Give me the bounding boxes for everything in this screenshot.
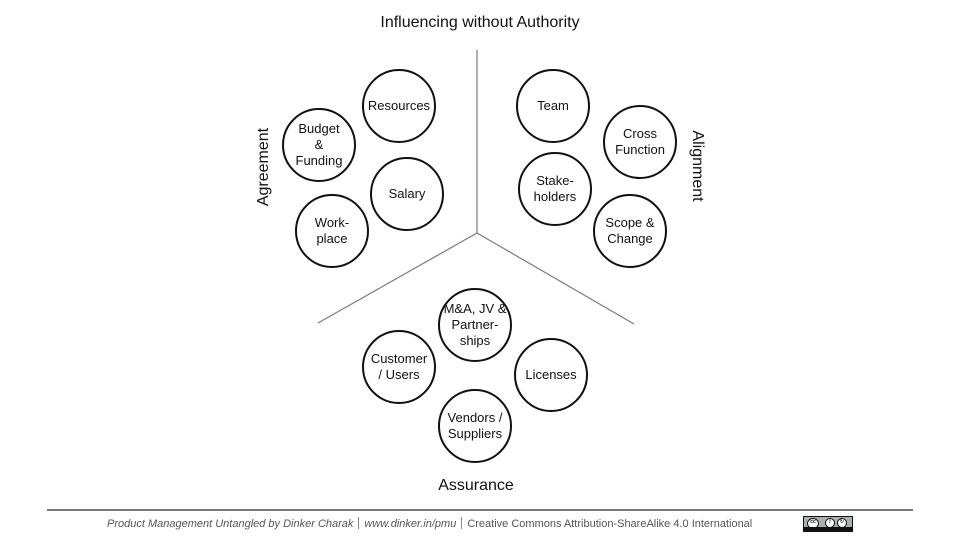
group-label-assurance: Assurance <box>438 477 514 494</box>
footer-separator <box>358 517 360 529</box>
footer: Product Management Untangled by Dinker C… <box>107 517 752 530</box>
node-label: Team <box>537 98 569 113</box>
divider-left <box>317 232 478 324</box>
footer-license: Creative Commons Attribution-ShareAlike … <box>467 518 753 530</box>
node-label: Budget & Funding <box>295 121 343 168</box>
node-label: Resources <box>367 98 431 113</box>
divider-right <box>476 232 635 325</box>
node-label: Salary <box>388 186 426 201</box>
node-workplace: Work- place <box>295 194 369 268</box>
node-label: Customer / Users <box>370 351 428 382</box>
node-scope-change: Scope & Change <box>593 194 667 268</box>
group-label-agreement: Agreement <box>255 127 272 207</box>
node-label: Vendors / Suppliers <box>447 410 503 441</box>
node-licenses: Licenses <box>514 338 588 412</box>
node-customer-users: Customer / Users <box>362 330 436 404</box>
node-label: Scope & Change <box>605 215 655 246</box>
footer-book-credit: Product Management Untangled by Dinker C… <box>107 518 354 530</box>
node-budget-funding: Budget & Funding <box>282 108 356 182</box>
node-resources: Resources <box>362 69 436 143</box>
footer-divider <box>47 509 913 511</box>
node-vendors-suppliers: Vendors / Suppliers <box>438 389 512 463</box>
group-label-alignment: Alignment <box>689 130 706 202</box>
node-cross-function: Cross Function <box>603 105 677 179</box>
node-label: M&A, JV & Partner- ships <box>443 301 507 348</box>
node-label: Licenses <box>525 367 577 382</box>
diagram-title: Influencing without Authority <box>380 14 580 31</box>
footer-url-link[interactable]: www.dinker.in/pmu <box>364 518 457 530</box>
cc-by-sa-badge[interactable]: cc i ↻ <box>803 516 853 532</box>
badge-bar <box>804 527 852 531</box>
node-label: Cross Function <box>615 126 665 157</box>
node-salary: Salary <box>370 157 444 231</box>
node-ma-jv-partnerships: M&A, JV & Partner- ships <box>438 288 512 362</box>
footer-separator <box>461 517 463 529</box>
node-label: Stake- holders <box>533 173 577 204</box>
node-label: Work- place <box>314 215 350 246</box>
node-stakeholders: Stake- holders <box>518 152 592 226</box>
node-team: Team <box>516 69 590 143</box>
